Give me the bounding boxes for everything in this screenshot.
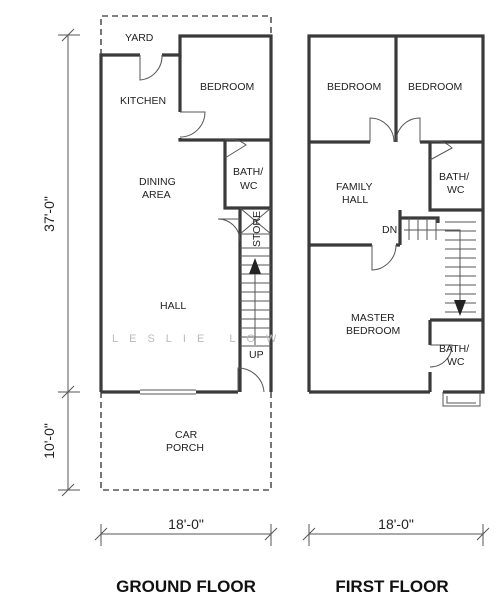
label-car-line2: PORCH xyxy=(166,442,204,454)
label-master-line1: MASTER xyxy=(351,312,395,324)
label-car-line1: CAR xyxy=(175,429,198,441)
dimension-width-first: 18'-0" xyxy=(378,516,414,532)
yard-outline xyxy=(100,15,272,55)
label-bedroom-first-left: BEDROOM xyxy=(327,81,381,93)
dimension-width-ground: 18'-0" xyxy=(168,516,204,532)
label-bath-ground-line1: BATH/ xyxy=(233,166,263,178)
label-family-line1: FAMILY xyxy=(336,181,373,193)
vertical-dimension-lines xyxy=(58,28,80,497)
watermark-text: LESLIE LOW xyxy=(112,333,287,345)
label-store: STORE xyxy=(251,211,263,247)
label-master-line2: BEDROOM xyxy=(346,325,400,337)
label-bath-first-top-line1: BATH/ xyxy=(439,171,469,183)
label-kitchen: KITCHEN xyxy=(120,95,166,107)
ground-floor-plan: YARD KITCHEN BEDROOM DINING AREA BATH/ W… xyxy=(99,15,273,491)
ground-floor-title: GROUND FLOOR xyxy=(116,577,256,596)
stair-up-arrow xyxy=(249,258,261,274)
dimension-length-main: 37'-0" xyxy=(41,196,57,232)
label-bath-ground-line2: WC xyxy=(240,180,258,192)
label-family-line2: HALL xyxy=(342,194,368,206)
label-dn: DN xyxy=(382,224,397,236)
first-floor-title: FIRST FLOOR xyxy=(335,577,448,596)
label-hall: HALL xyxy=(160,300,186,312)
label-dining-line2: AREA xyxy=(142,189,171,201)
horizontal-dimension-lines xyxy=(94,524,490,546)
car-porch-outline xyxy=(100,392,272,491)
first-floor-plan: BEDROOM BEDROOM FAMILY HALL BATH/ WC DN … xyxy=(307,34,485,407)
first-floor-staircase xyxy=(404,218,476,316)
label-up: UP xyxy=(249,349,264,361)
label-bedroom-ground: BEDROOM xyxy=(200,81,254,93)
label-bedroom-first-right: BEDROOM xyxy=(408,81,462,93)
ground-floor-staircase xyxy=(240,247,271,347)
label-bath-first-top-line2: WC xyxy=(447,184,465,196)
dimension-length-porch: 10'-0" xyxy=(41,423,57,459)
stair-down-arrow xyxy=(454,300,466,316)
label-yard: YARD xyxy=(125,32,154,44)
label-dining-line1: DINING xyxy=(139,176,176,188)
label-bath-first-bottom-line2: WC xyxy=(447,356,465,368)
label-bath-first-bottom-line1: BATH/ xyxy=(439,343,469,355)
